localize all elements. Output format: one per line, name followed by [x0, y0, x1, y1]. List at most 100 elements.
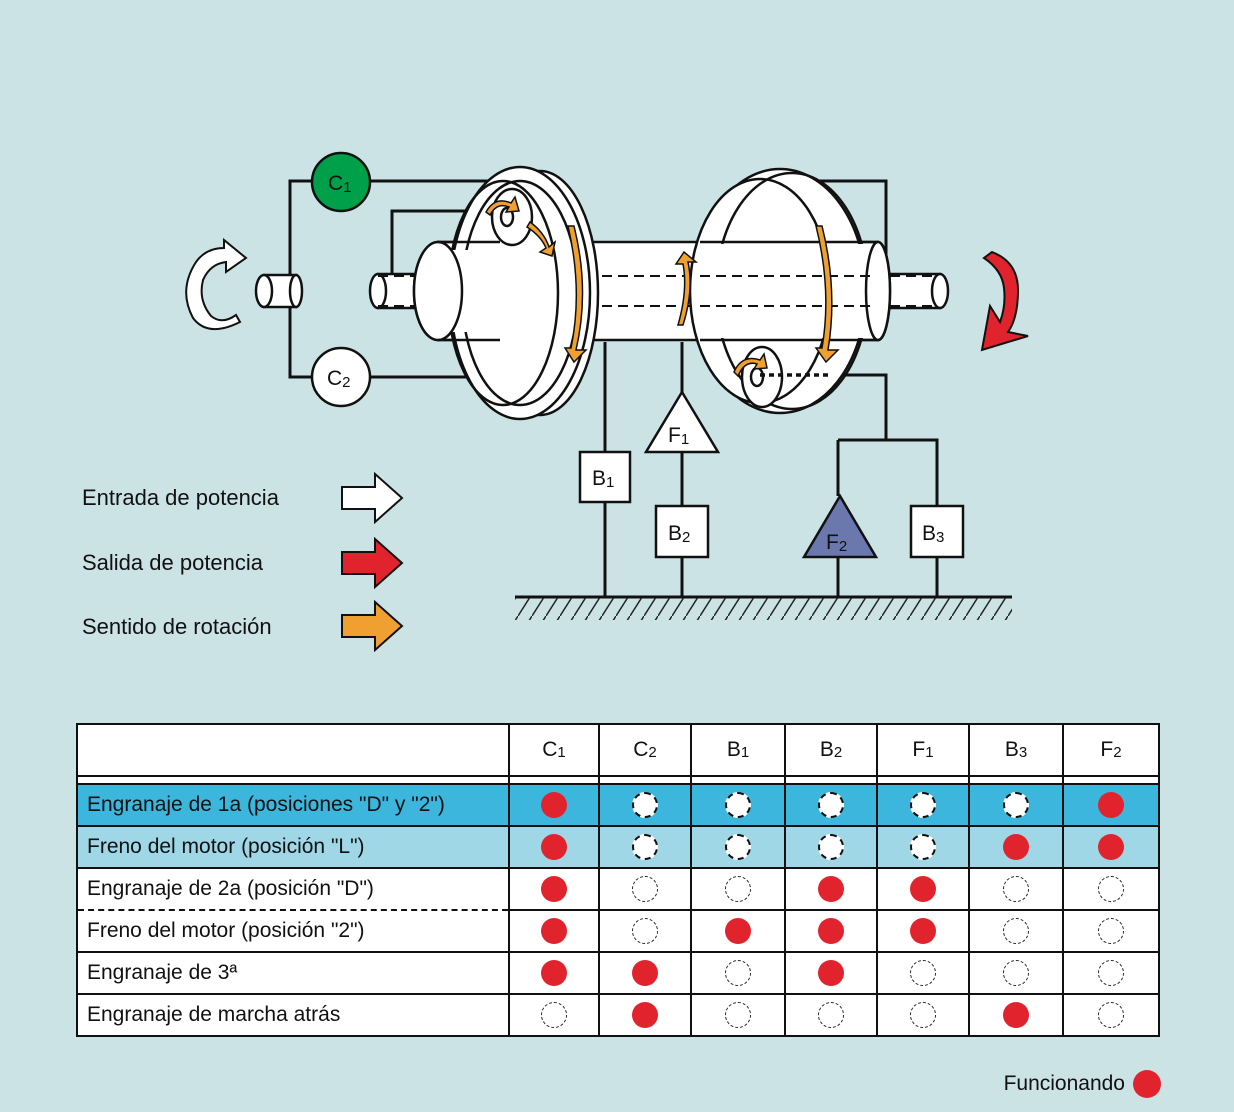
state-cell — [508, 825, 599, 868]
operation-table: C1 C2 B1 B2 F1 B3 F2 Engranaje de 1a (po… — [76, 723, 1160, 1037]
column-header: C1 — [508, 724, 599, 776]
state-cell — [598, 909, 691, 952]
not-operating-dot — [632, 792, 658, 818]
column-header: B3 — [968, 724, 1063, 776]
not-operating-dot — [1098, 960, 1124, 986]
brake-b1-sub: 1 — [606, 474, 614, 491]
clutch-c2: C2 — [310, 346, 372, 408]
rotation-arrows — [485, 195, 840, 378]
svg-text:C1: C1 — [328, 172, 352, 196]
row-label: Freno del motor (posición "L") — [77, 825, 509, 868]
input-shaft — [254, 273, 304, 309]
legend-item-output: Salida de potencia — [82, 536, 404, 590]
brake-b3: B3 — [909, 504, 965, 559]
state-cell — [508, 909, 599, 952]
table-row: Freno del motor (posición "2") — [77, 909, 1159, 952]
column-header: F2 — [1062, 724, 1159, 776]
not-operating-dot — [1003, 792, 1029, 818]
not-operating-dot — [1003, 960, 1029, 986]
operating-dot — [818, 876, 844, 902]
not-operating-dot — [818, 1002, 844, 1028]
operating-dot — [725, 918, 751, 944]
brake-b2: B2 — [654, 504, 710, 559]
not-operating-dot — [1003, 876, 1029, 902]
state-cell — [598, 825, 691, 868]
clutch-c1-label: C — [328, 172, 343, 195]
not-operating-dot — [1098, 918, 1124, 944]
legend-label-output: Salida de potencia — [82, 550, 264, 575]
operating-dot — [818, 918, 844, 944]
not-operating-dot — [541, 1002, 567, 1028]
operating-dot — [818, 960, 844, 986]
state-cell — [968, 993, 1063, 1036]
operating-dot — [910, 918, 936, 944]
state-cell — [784, 783, 877, 826]
not-operating-dot — [910, 834, 936, 860]
legend-label-input: Entrada de potencia — [82, 485, 280, 510]
not-operating-dot — [725, 876, 751, 902]
operating-dot — [541, 834, 567, 860]
not-operating-dot — [1003, 918, 1029, 944]
legend-item-input: Entrada de potencia — [82, 471, 404, 525]
row-label: Engranaje de marcha atrás — [77, 993, 509, 1036]
state-cell — [598, 867, 691, 911]
state-cell — [598, 993, 691, 1036]
state-cell — [690, 783, 785, 826]
legend-arrow-rotation — [341, 599, 404, 653]
legend-label-rotation: Sentido de rotación — [82, 614, 272, 639]
row-label: Engranaje de 1a (posiciones "D" y "2") — [77, 783, 509, 826]
table-row: Freno del motor (posición "L") — [77, 825, 1159, 868]
not-operating-dot — [725, 834, 751, 860]
clutch-c1-circle — [310, 151, 372, 213]
table-header-blank — [77, 724, 509, 776]
not-operating-dot — [818, 834, 844, 860]
one-way-clutch-f1: F1 — [643, 389, 721, 454]
not-operating-dot — [632, 918, 658, 944]
column-header: B1 — [690, 724, 785, 776]
not-operating-dot — [725, 1002, 751, 1028]
state-cell — [690, 909, 785, 952]
one-way-clutch-f1-sub: 1 — [681, 431, 689, 448]
state-cell — [784, 909, 877, 952]
svg-text:B1: B1 — [592, 467, 614, 491]
state-cell — [968, 783, 1063, 826]
clutch-c1: C1 — [310, 151, 372, 213]
svg-text:B2: B2 — [668, 522, 690, 546]
not-operating-dot — [1098, 876, 1124, 902]
operating-dot — [910, 876, 936, 902]
one-way-clutch-f2-sub: 2 — [839, 538, 847, 555]
state-cell — [1062, 993, 1159, 1036]
output-rotation-arrow — [980, 250, 1029, 352]
row-label: Engranaje de 3ª — [77, 951, 509, 994]
brake-wiring — [603, 342, 939, 597]
brake-b1: B1 — [578, 450, 632, 504]
operating-dot — [541, 918, 567, 944]
not-operating-dot — [725, 960, 751, 986]
not-operating-dot — [910, 1002, 936, 1028]
state-cell — [876, 993, 969, 1036]
ground — [515, 595, 1012, 620]
state-cell — [508, 993, 599, 1036]
state-cell — [784, 867, 877, 911]
legend-arrow-output — [341, 536, 404, 590]
state-cell — [784, 993, 877, 1036]
one-way-clutch-f1-label: F — [668, 424, 681, 447]
table-header-row: C1 C2 B1 B2 F1 B3 F2 — [77, 724, 1159, 776]
not-operating-dot — [632, 876, 658, 902]
state-cell — [508, 783, 599, 826]
state-cell — [876, 909, 969, 952]
not-operating-dot — [910, 792, 936, 818]
legend-item-rotation: Sentido de rotación — [82, 599, 404, 653]
clutch-c2-circle — [310, 346, 372, 408]
not-operating-dot — [1098, 1002, 1124, 1028]
not-operating-dot — [818, 792, 844, 818]
table-row: Engranaje de 1a (posiciones "D" y "2") — [77, 783, 1159, 826]
operating-dot — [541, 960, 567, 986]
state-cell — [968, 825, 1063, 868]
table-body: Engranaje de 1a (posiciones "D" y "2")Fr… — [77, 775, 1159, 1036]
operating-dot — [541, 792, 567, 818]
state-cell — [508, 951, 599, 994]
legend-arrow-input — [341, 471, 404, 525]
not-operating-dot — [632, 834, 658, 860]
state-cell — [598, 783, 691, 826]
